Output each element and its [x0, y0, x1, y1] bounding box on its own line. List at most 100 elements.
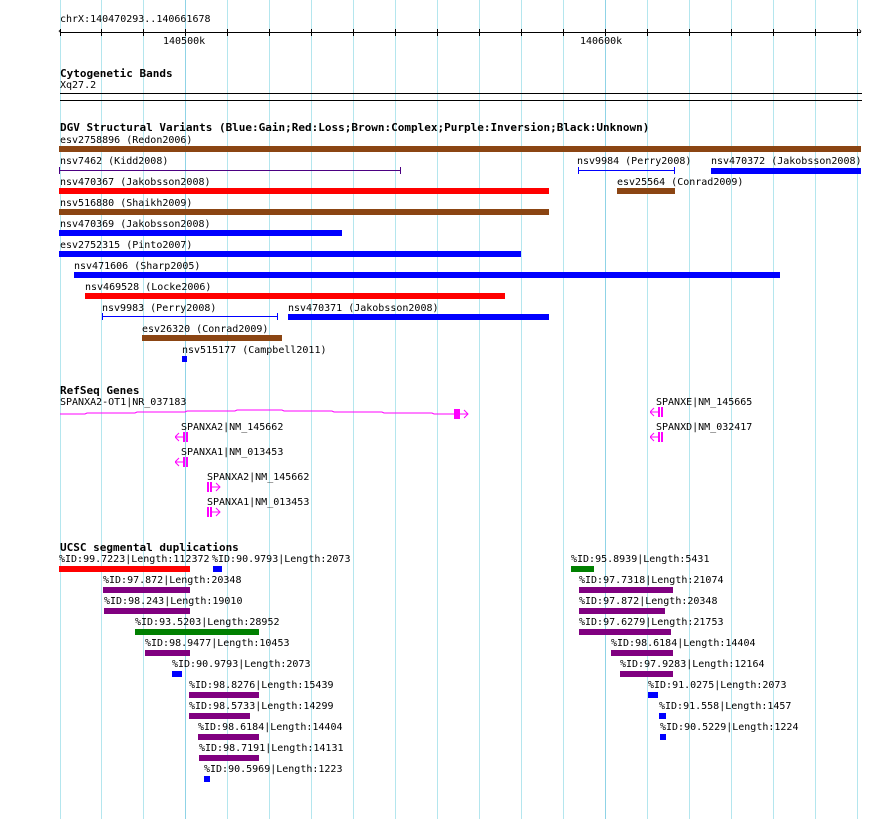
- segdup-label: %ID:91.0275|Length:2073: [648, 680, 787, 691]
- gene-model-spanxa2-ot1[interactable]: [60, 405, 480, 421]
- segdup-bar[interactable]: [104, 608, 190, 614]
- segdup-bar[interactable]: [620, 671, 673, 677]
- segdup-bar[interactable]: [103, 587, 190, 593]
- segdup-bar[interactable]: [204, 776, 210, 782]
- grid-line: [437, 0, 438, 819]
- dgv-feature-bar[interactable]: [74, 272, 780, 278]
- dgv-feature-bar[interactable]: [85, 293, 505, 299]
- segdup-bar[interactable]: [659, 713, 666, 719]
- dgv-feature-label: esv25564 (Conrad2009): [617, 177, 744, 188]
- segdup-label: %ID:97.6279|Length:21753: [579, 617, 724, 628]
- segdup-label: %ID:95.8939|Length:5431: [571, 554, 710, 565]
- grid-line: [227, 0, 228, 819]
- track-title-refseq[interactable]: RefSeq Genes: [60, 384, 140, 397]
- segdup-bar[interactable]: [189, 713, 250, 719]
- grid-line: [647, 0, 648, 819]
- dgv-feature-bar[interactable]: [59, 209, 549, 215]
- segdup-label: %ID:98.6184|Length:14404: [198, 722, 343, 733]
- grid-line: [60, 0, 61, 819]
- grid-line: [605, 0, 606, 819]
- ruler-tick: [479, 29, 480, 36]
- ruler-axis[interactable]: [60, 32, 861, 33]
- gene-model-reverse-arrow-icon[interactable]: [650, 431, 666, 443]
- ruler-tick: [60, 29, 61, 36]
- dgv-feature-span[interactable]: [102, 316, 277, 317]
- dgv-feature-end: [102, 313, 103, 320]
- dgv-feature-bar[interactable]: [711, 168, 861, 174]
- location-label: chrX:140470293..140661678: [60, 14, 211, 25]
- ruler-tick: [689, 29, 690, 36]
- gene-model-reverse-arrow-icon[interactable]: [175, 431, 191, 443]
- gene-model-reverse-arrow-icon[interactable]: [175, 456, 191, 468]
- ruler-tick: [143, 29, 144, 36]
- segdup-bar[interactable]: [660, 734, 666, 740]
- dgv-feature-label: nsv7462 (Kidd2008): [60, 156, 169, 167]
- segdup-bar[interactable]: [172, 671, 182, 677]
- scroll-right-arrow-icon[interactable]: ›: [857, 26, 864, 37]
- dgv-feature-bar[interactable]: [59, 146, 861, 152]
- segdup-bar[interactable]: [199, 755, 259, 761]
- ruler-tick: [605, 29, 606, 36]
- segdup-label: %ID:98.7191|Length:14131: [199, 743, 344, 754]
- segdup-bar[interactable]: [611, 650, 673, 656]
- dgv-feature-label: nsv9983 (Perry2008): [102, 303, 217, 314]
- ruler-tick-label: 140600k: [580, 36, 623, 47]
- dgv-feature-bar[interactable]: [288, 314, 549, 320]
- segdup-label: %ID:99.7223|Length:112372: [59, 554, 210, 565]
- dgv-feature-bar[interactable]: [617, 188, 675, 194]
- segdup-bar[interactable]: [59, 566, 190, 572]
- grid-line: [773, 0, 774, 819]
- ruler-tick-label: 140500k: [163, 36, 206, 47]
- segdup-bar[interactable]: [198, 734, 259, 740]
- dgv-feature-span[interactable]: [578, 170, 674, 171]
- dgv-feature-span[interactable]: [59, 170, 400, 171]
- grid-line: [311, 0, 312, 819]
- ruler-tick: [437, 29, 438, 36]
- segdup-label: %ID:98.9477|Length:10453: [145, 638, 290, 649]
- segdup-label: %ID:90.5969|Length:1223: [204, 764, 343, 775]
- grid-line: [521, 0, 522, 819]
- segdup-bar[interactable]: [579, 608, 665, 614]
- gene-model-forward-arrow-icon[interactable]: [207, 506, 223, 518]
- gene-label: SPANXD|NM_032417: [656, 422, 753, 433]
- track-title-cytoband[interactable]: Cytogenetic Bands: [60, 67, 173, 80]
- dgv-feature-label: esv26320 (Conrad2009): [142, 324, 269, 335]
- segdup-bar[interactable]: [579, 587, 673, 593]
- dgv-feature-label: nsv471606 (Sharp2005): [74, 261, 201, 272]
- segdup-bar[interactable]: [579, 629, 671, 635]
- segdup-bar[interactable]: [213, 566, 222, 572]
- segdup-bar[interactable]: [648, 692, 658, 698]
- dgv-feature-end: [400, 167, 401, 174]
- gene-label: SPANXA2-OT1|NR_037183: [60, 397, 187, 408]
- segdup-bar[interactable]: [189, 692, 259, 698]
- dgv-feature-end: [578, 167, 579, 174]
- ruler-tick: [227, 29, 228, 36]
- dgv-feature-bar[interactable]: [142, 335, 282, 341]
- dgv-feature-bar[interactable]: [59, 251, 521, 257]
- segdup-label: %ID:98.243|Length:19010: [104, 596, 243, 607]
- dgv-feature-label: nsv470369 (Jakobsson2008): [60, 219, 211, 230]
- grid-line: [857, 0, 858, 819]
- cytoband-bar-top[interactable]: [60, 93, 862, 94]
- dgv-feature-bar[interactable]: [59, 230, 342, 236]
- segdup-label: %ID:98.5733|Length:14299: [189, 701, 334, 712]
- track-title-segdup[interactable]: UCSC segmental duplications: [60, 541, 239, 554]
- segdup-bar[interactable]: [571, 566, 594, 572]
- segdup-label: %ID:97.7318|Length:21074: [579, 575, 724, 586]
- track-title-dgv[interactable]: DGV Structural Variants (Blue:Gain;Red:L…: [60, 121, 650, 134]
- gene-model-forward-arrow-icon[interactable]: [207, 481, 223, 493]
- dgv-feature-label: nsv469528 (Locke2006): [85, 282, 212, 293]
- segdup-label: %ID:90.9793|Length:2073: [172, 659, 311, 670]
- dgv-feature-label: nsv516880 (Shaikh2009): [60, 198, 193, 209]
- grid-line: [731, 0, 732, 819]
- segdup-bar[interactable]: [145, 650, 190, 656]
- segdup-bar[interactable]: [135, 629, 259, 635]
- grid-line: [185, 0, 186, 819]
- gene-model-reverse-arrow-icon[interactable]: [650, 406, 666, 418]
- ruler-tick: [815, 29, 816, 36]
- ruler-tick: [773, 29, 774, 36]
- cytoband-bar-bottom[interactable]: [60, 100, 862, 101]
- dgv-feature-bar[interactable]: [59, 188, 549, 194]
- segdup-label: %ID:91.558|Length:1457: [659, 701, 792, 712]
- dgv-feature-bar[interactable]: [182, 356, 187, 362]
